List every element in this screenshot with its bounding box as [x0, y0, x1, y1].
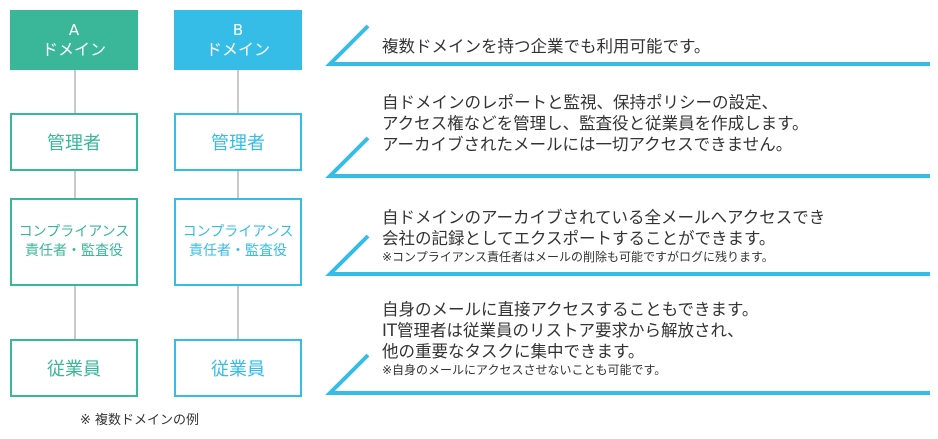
- footnote: ※ 複数ドメインの例: [80, 413, 200, 428]
- bracket-2: [325, 136, 930, 178]
- description-employee: 自身のメールに直接アクセスすることもできます。 IT管理者は従業員のリストア要求…: [382, 299, 930, 378]
- description-line: 自ドメインのレポートと監視、保持ポリシーの設定、: [382, 93, 778, 112]
- description-line: 自身のメールに直接アクセスすることもできます。: [382, 300, 759, 319]
- bracket-3: [325, 234, 930, 276]
- domain-a-label: ドメイン: [41, 40, 106, 59]
- domain-b-label: ドメイン: [205, 40, 270, 59]
- description-note: ※自身のメールにアクセスさせないことも可能です。: [382, 363, 667, 377]
- domain-a-employee-label: 従業員: [47, 359, 101, 380]
- domain-a-letter: A: [68, 21, 80, 39]
- domain-b-compliance-label-1: コンプライアンス: [182, 224, 294, 240]
- domain-a-compliance-label-1: コンプライアンス: [18, 224, 130, 240]
- description-note: ※コンプライアンス責任者はメールの削除も可能ですがログに残ります。: [382, 250, 774, 264]
- description-line: 自ドメインのアーカイブされている全メールへアクセスでき: [382, 208, 826, 227]
- description-line: アーカイブされたメールには一切アクセスできません。: [382, 135, 793, 154]
- bracket-4: [325, 353, 930, 395]
- description-line: 会社の記録としてエクスポートすることができます。: [382, 229, 776, 248]
- domain-b-compliance-label-2: 責任者・監査役: [189, 243, 287, 259]
- description-admin: 自ドメインのレポートと監視、保持ポリシーの設定、 アクセス権などを管理し、監査役…: [382, 92, 930, 155]
- domain-a-compliance-box: コンプライアンス 責任者・監査役: [10, 198, 138, 286]
- domain-a-admin-label: 管理者: [47, 133, 101, 154]
- description-domains: 複数ドメインを持つ企業でも利用可能です。: [382, 36, 930, 57]
- description-line: アクセス権などを管理し、監査役と従業員を作成します。: [382, 114, 809, 133]
- domain-a-compliance-label-2: 責任者・監査役: [25, 243, 123, 259]
- description-compliance: 自ドメインのアーカイブされている全メールへアクセスでき 会社の記録としてエクスポ…: [382, 207, 930, 265]
- domain-b-compliance-box: コンプライアンス 責任者・監査役: [174, 198, 302, 286]
- domain-b-letter: B: [232, 21, 244, 39]
- domain-b-admin-box: 管理者: [174, 113, 302, 171]
- domain-b-employee-label: 従業員: [211, 359, 265, 380]
- domain-b-header: B ドメイン: [174, 10, 302, 70]
- bracket-1: [325, 24, 930, 66]
- description-line: IT管理者は従業員のリストア要求から解放され、: [382, 321, 744, 340]
- domain-a-header: A ドメイン: [10, 10, 138, 70]
- domain-a-admin-box: 管理者: [10, 113, 138, 171]
- domain-b-admin-label: 管理者: [211, 133, 265, 154]
- domain-b-employee-box: 従業員: [174, 339, 302, 397]
- description-line: 複数ドメインを持つ企業でも利用可能です。: [382, 37, 711, 56]
- description-line: 他の重要なタスクに集中できます。: [382, 342, 645, 361]
- domain-a-employee-box: 従業員: [10, 339, 138, 397]
